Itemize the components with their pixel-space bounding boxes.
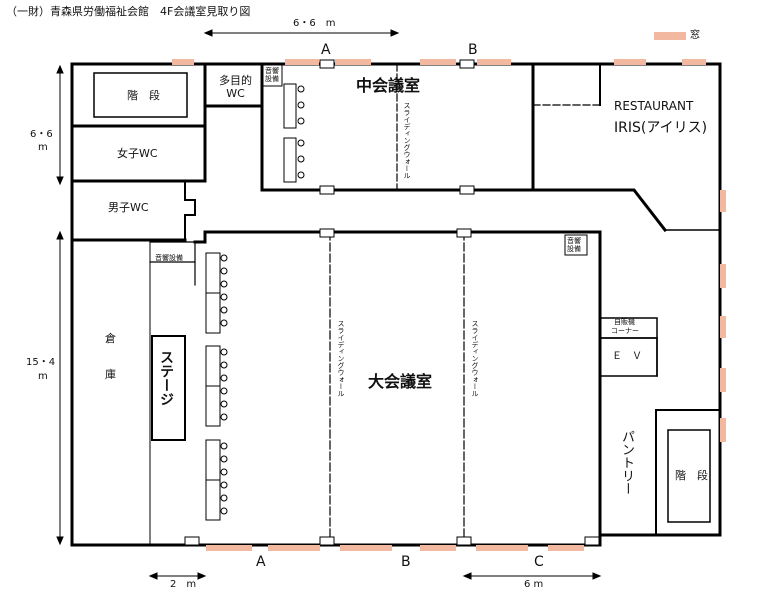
storage-label-1: 倉 [105, 332, 116, 345]
audio-equipment-label-2: 音響設備 [155, 254, 183, 262]
large-hall-label: 大会議室 [368, 372, 433, 391]
dim-left-upper-num: 6・6 [30, 129, 53, 140]
section-label-bottom-c: C [534, 554, 544, 570]
section-label-bottom-a: A [256, 554, 266, 570]
dim-left-lower-num: 15・4 [26, 357, 56, 368]
audio-equipment-label-1: 音響 設備 [265, 67, 279, 84]
stairs-top-box [93, 72, 188, 118]
womens-wc-label: 女子WC [117, 147, 158, 160]
window-legend-label: 窓 [690, 30, 700, 41]
dim-left-lower-unit: m [38, 371, 48, 382]
stairs-top-label: 階 段 [127, 89, 160, 102]
sliding-wall-label-right: スライディングウォール [471, 320, 479, 397]
multi-wc-label: 多目的 WC [219, 74, 252, 101]
pantry-label: パントリー [619, 430, 634, 495]
stage-label: ステージ [158, 350, 174, 406]
section-label-bottom-b: B [401, 554, 411, 570]
sliding-wall-label-left: スライディングウォール [337, 320, 345, 397]
stage-box [151, 335, 186, 441]
stairs-bottom-label: 階 段 [675, 469, 708, 482]
restaurant-label-1: RESTAURANT [614, 99, 694, 113]
medium-hall-label: 中会議室 [356, 76, 421, 95]
mens-wc-label: 男子WC [108, 201, 149, 214]
dim-bottom-left: 2 m [170, 579, 197, 590]
page-title: （一財）青森県労働福祉会館 4F会議室見取り図 [6, 5, 251, 18]
dim-left-upper-unit: m [38, 142, 48, 153]
restaurant-label-2: IRIS(アイリス) [614, 120, 708, 136]
dim-top: 6・6 m [293, 18, 336, 29]
window-legend-swatch [654, 32, 686, 40]
storage-label-2: 庫 [105, 368, 116, 381]
vending-label-2: コーナー [611, 327, 639, 335]
dim-bottom-right: 6 m [524, 579, 544, 590]
vending-label-1: 自販機 [614, 318, 635, 326]
sliding-wall-label-medium: スライディングウォール [403, 102, 411, 179]
elevator-label: Ｅ Ｖ [612, 351, 642, 362]
audio-equipment-label-3: 音響 設備 [567, 237, 581, 254]
section-label-top-a: A [321, 42, 331, 58]
section-label-top-b: B [468, 42, 478, 58]
